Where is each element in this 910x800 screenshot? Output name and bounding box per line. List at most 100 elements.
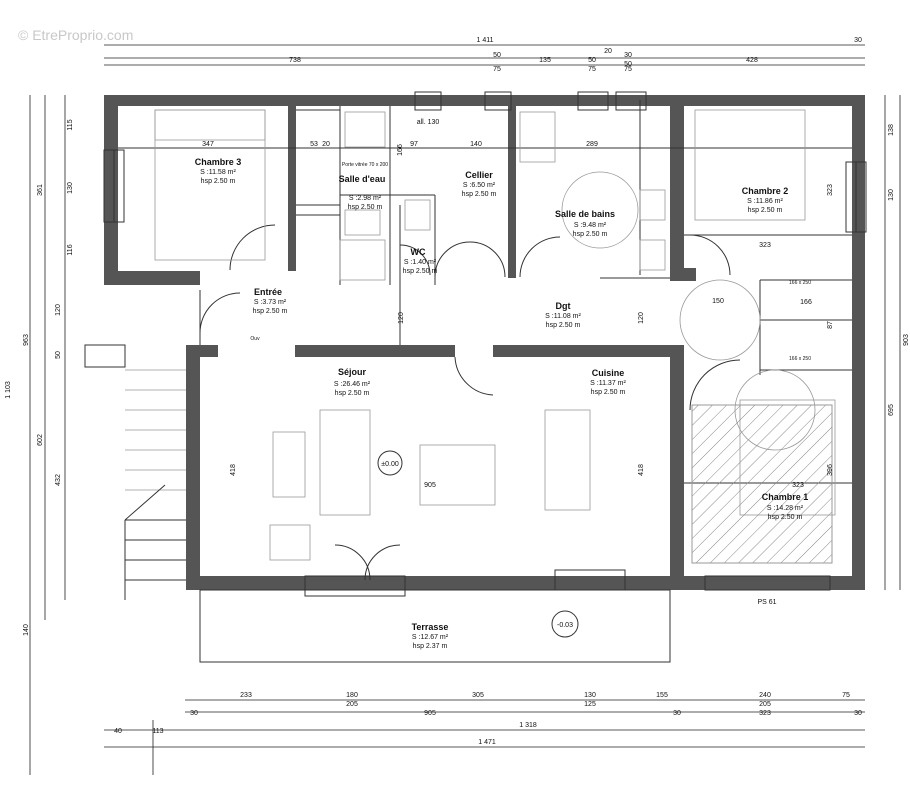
dimension-lines — [29, 44, 901, 775]
dim-left: 115 — [67, 119, 74, 130]
dim-left: 602 — [37, 434, 44, 446]
dim-bottom: 1 318 — [519, 722, 537, 729]
room-height: hsp 2.50 m — [462, 191, 497, 198]
dim-left: 361 — [37, 184, 44, 196]
dim-bottom: 233 — [240, 692, 252, 699]
dim-bottom: 905 — [424, 710, 436, 717]
ouv-label: Ouv — [250, 336, 260, 342]
dim-top: 738 — [289, 57, 301, 64]
room-area: S :9.48 m² — [574, 222, 607, 229]
room-height: hsp 2.50 m — [335, 390, 370, 397]
dim-top: 135 — [539, 57, 551, 64]
dim-inner: 166 — [397, 144, 404, 156]
dim-left: 418 — [230, 464, 237, 476]
dim-inner: 166 x 250 — [789, 356, 811, 362]
room-height: hsp 2.37 m — [413, 643, 448, 650]
room-entree: Entrée S :3.73 m² hsp 2.50 m — [253, 287, 288, 315]
room-cuisine: Cuisine S :11.37 m² hsp 2.50 m — [590, 368, 626, 396]
room-area: S :11.58 m² — [200, 169, 236, 176]
dim-inner: 53 — [310, 141, 318, 148]
dim-inner: 905 — [424, 482, 436, 489]
room-name: Salle d'eau — [339, 174, 386, 184]
dim-inner: 140 — [470, 141, 482, 148]
room-chambre2: Chambre 2 S :11.86 m² hsp 2.50 m — [742, 186, 789, 214]
watermark-text: © EtreProprio.com — [18, 27, 133, 43]
dim-inner: 97 — [410, 141, 418, 148]
room-name: Salle de bains — [555, 209, 615, 219]
dim-top: 75 — [588, 66, 596, 73]
room-area: S :3.73 m² — [254, 299, 287, 306]
room-name: Dgt — [556, 301, 571, 311]
dim-inner: 87 — [827, 321, 834, 329]
dim-bottom: 323 — [759, 710, 771, 717]
dim-inner: 323 — [792, 482, 804, 489]
room-name: Entrée — [254, 287, 282, 297]
dim-bottom: 130 — [584, 692, 596, 699]
dim-top: 428 — [746, 57, 758, 64]
dim-right: 695 — [888, 404, 895, 416]
level-marker-main — [377, 450, 403, 476]
room-name: Terrasse — [412, 622, 449, 632]
windows — [103, 91, 867, 597]
room-wc: WC S :1.40 m² hsp 2.50 m — [403, 247, 438, 275]
dim-left: 116 — [67, 244, 74, 255]
dim-right: 396 — [827, 464, 834, 476]
room-name: Séjour — [338, 367, 367, 377]
dim-bottom: 155 — [656, 692, 668, 699]
room-height: hsp 2.50 m — [546, 322, 581, 329]
dim-top: 50 — [624, 61, 632, 68]
dim-bottom: 305 — [472, 692, 484, 699]
room-height: hsp 2.50 m — [748, 207, 783, 214]
dim-top: 75 — [493, 66, 501, 73]
room-height: hsp 2.50 m — [201, 178, 236, 185]
dim-inner: 120 — [398, 312, 405, 324]
room-area: S :12.67 m² — [412, 634, 449, 641]
room-salle-eau: Salle d'eau S :2.98 m² hsp 2.50 m — [339, 174, 386, 211]
dim-right: 323 — [827, 184, 834, 196]
room-height: hsp 2.50 m — [403, 268, 438, 275]
dim-right: 130 — [888, 189, 895, 201]
room-height: hsp 2.50 m — [768, 514, 803, 521]
room-terrasse: Terrasse S :12.67 m² hsp 2.37 m — [412, 622, 449, 650]
dim-top: 50 — [588, 57, 596, 64]
room-dgt: Dgt S :11.08 m² hsp 2.50 m — [545, 301, 581, 329]
room-name: WC — [411, 247, 426, 257]
dim-right: 138 — [888, 124, 895, 136]
dim-left: 130 — [67, 182, 74, 194]
dim-left: 120 — [55, 304, 62, 316]
room-area: S :6.50 m² — [463, 182, 496, 189]
ps61-label: PS 61 — [757, 599, 776, 606]
dim-top: 20 — [604, 48, 612, 55]
dim-inner: 120 — [638, 312, 645, 324]
dim-top: 30 — [624, 52, 632, 59]
dim-inner: 418 — [638, 464, 645, 476]
room-salle-bains: Salle de bains S :9.48 m² hsp 2.50 m — [555, 209, 615, 238]
dim-bottom: 113 — [152, 728, 163, 735]
room-area: S :26.46 m² — [334, 381, 371, 388]
room-area: S :11.37 m² — [590, 380, 626, 387]
all130-label: all. 130 — [417, 119, 440, 126]
dim-bottom: 180 — [346, 692, 358, 699]
dim-inner: 166 x 250 — [789, 280, 811, 286]
doors — [199, 224, 741, 581]
room-area: S :1.40 m² — [404, 259, 437, 266]
dim-bottom: 125 — [584, 701, 596, 708]
dim-left: 1 103 — [5, 381, 12, 399]
porte-vitree-label: Porte vitrée 70 x 200 — [342, 162, 388, 168]
room-cellier: Cellier S :6.50 m² hsp 2.50 m — [462, 170, 497, 198]
room-chambre3: Chambre 3 S :11.58 m² hsp 2.50 m — [195, 157, 242, 185]
dim-right: 903 — [903, 334, 910, 346]
level-main: ±0.00 — [381, 461, 399, 468]
exterior-staircase — [84, 344, 186, 600]
dim-inner: 347 — [202, 141, 214, 148]
hatched-zone — [691, 404, 833, 564]
dim-bottom: 205 — [346, 701, 358, 708]
room-area: S :2.98 m² — [349, 195, 382, 202]
room-height: hsp 2.50 m — [253, 308, 288, 315]
room-height: hsp 2.50 m — [591, 389, 626, 396]
dim-inner: 20 — [322, 141, 330, 148]
room-sejour: Séjour S :26.46 m² hsp 2.50 m — [334, 367, 371, 397]
dim-top: 75 — [624, 66, 632, 73]
dim-inner: 289 — [586, 141, 598, 148]
room-name: Cellier — [465, 170, 493, 180]
